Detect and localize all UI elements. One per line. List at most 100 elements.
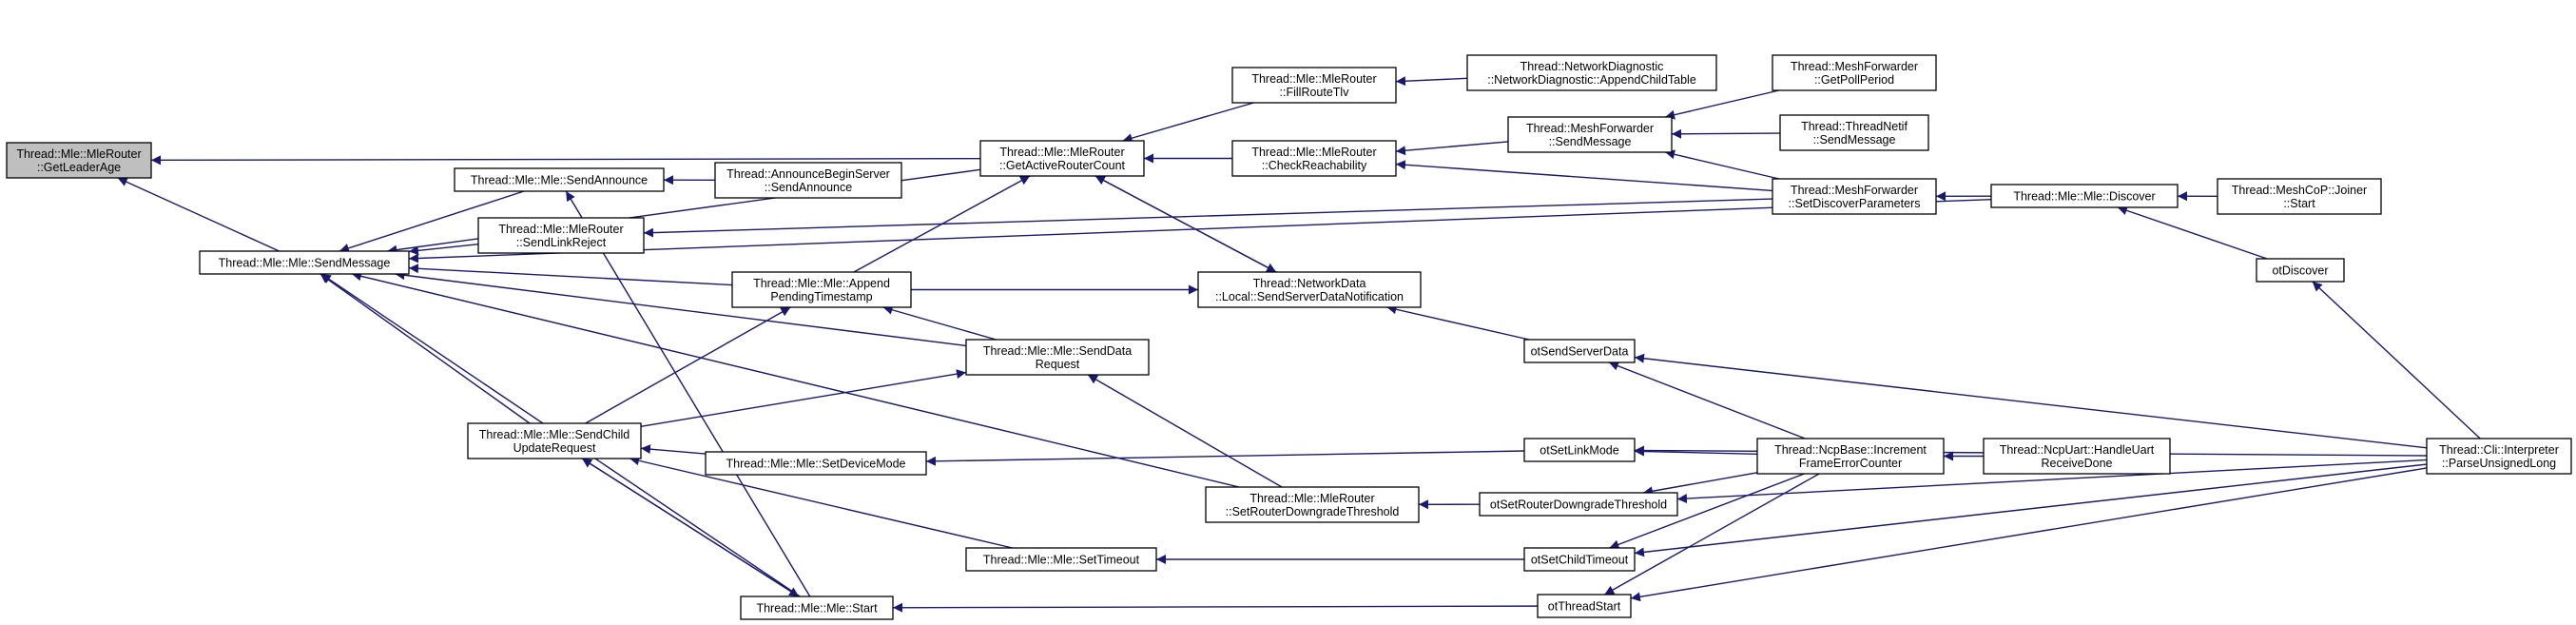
edge-appendPending-to-getActiveRouterCount [853,175,1031,273]
node-label-line: Thread::Mle::MleRouter [1251,146,1376,159]
node-label-line: ::GetLeaderAge [37,161,121,174]
node-label-line: ::NetworkDiagnostic::AppendChildTable [1487,73,1696,87]
edge-discover-to-sendMessage [408,198,1992,264]
node-label-line: Thread::Mle::MleRouter [1251,72,1376,86]
edge-sendChildUpdate-to-sendDataRequest [640,369,967,428]
node-getPollPeriod[interactable]: Thread::MeshForwarder::GetPollPeriod [1772,54,1937,91]
node-box [705,451,927,476]
node-label-line: ::GetActiveRouterCount [999,159,1126,172]
node-label-line: ::FillRouteTlv [1280,86,1350,99]
edge-incrementFrameError-to-otSendServerData [1608,361,1806,439]
node-box [1197,271,1422,308]
node-getLeaderAge[interactable]: Thread::Mle::MleRouter::GetLeaderAge [6,142,152,179]
node-box [979,140,1145,177]
node-otSetLinkMode[interactable]: otSetLinkMode [1523,438,1636,462]
node-incrementFrameError[interactable]: Thread::NcpBase::IncrementFrameErrorCoun… [1756,438,1945,475]
edge-setDeviceMode-to-sendChildUpdate [640,444,707,455]
edge-incrementFrameError-to-otThreadStart [1603,473,1820,596]
edge-incrementFrameError-to-otSetLinkMode [1634,446,1758,457]
edge-setDiscoverParams-to-meshSendMessage [1664,149,1780,180]
edge-otSetLinkMode-to-setDeviceMode [925,450,1525,466]
node-sendAnnounce[interactable]: Thread::Mle::Mle::SendAnnounce [454,167,665,192]
node-box [6,142,152,179]
edge-mleStart-to-sendAnnounce [565,190,811,597]
edge-otDiscover-to-discover [2117,205,2268,260]
node-label-line: Thread::Mle::Mle::SendData [983,344,1132,358]
edge-sendDataRequest-to-appendPending [882,304,997,341]
node-label-line: ::Start [2283,197,2315,210]
node-label-line: Thread::NetworkData [1253,277,1366,290]
node-setDeviceMode[interactable]: Thread::Mle::Mle::SetDeviceMode [705,451,927,476]
node-otSetRouterDowngrade[interactable]: otSetRouterDowngradeThreshold [1479,492,1678,517]
node-otSendServerData[interactable]: otSendServerData [1523,339,1636,363]
node-label-line: ::SendLinkReject [516,236,607,249]
node-label-line: ::SetDiscoverParameters [1789,197,1921,210]
node-label-line: Thread::Mle::Mle::SetDeviceMode [726,458,906,471]
edge-parseUnsignedLong-to-otThreadStart [1630,467,2428,602]
node-discover[interactable]: Thread::Mle::Mle::Discover [1990,184,2179,208]
edge-sendChildUpdate-to-appendPending [585,306,791,424]
node-box [1205,486,1420,523]
node-label-line: Thread::MeshForwarder [1791,60,1918,73]
node-box [1231,140,1397,177]
node-label-line: Thread::Mle::MleRouter [16,147,141,161]
node-mleStart[interactable]: Thread::Mle::Mle::Start [740,596,894,620]
node-otSetChildTimeout[interactable]: otSetChildTimeout [1523,547,1636,572]
edge-incrementFrameError-to-otSetRouterDowngrade [1642,472,1758,497]
node-box [1779,114,1929,151]
node-box [1756,438,1945,475]
node-box [2217,178,2382,215]
node-box [965,339,1150,376]
node-getActiveRouterCount[interactable]: Thread::Mle::MleRouter::GetActiveRouterC… [979,140,1145,177]
node-box [1537,594,1632,618]
node-otThreadStart[interactable]: otThreadStart [1537,594,1632,618]
edge-parseUnsignedLong-to-otSetChildTimeout [1634,463,2428,557]
edge-incrementFrameError-to-otSetChildTimeout [1609,473,1805,550]
node-label-line: Thread::MeshForwarder [1526,122,1654,135]
node-appendChildTable[interactable]: Thread::NetworkDiagnostic::NetworkDiagno… [1466,54,1717,91]
edge-getActiveRouterCount-to-getLeaderAge [150,155,981,166]
node-checkReachability[interactable]: Thread::Mle::MleRouter::CheckReachabilit… [1231,140,1397,177]
edge-getPollPeriod-to-meshSendMessage [1664,89,1780,120]
node-sendLinkReject[interactable]: Thread::Mle::MleRouter::SendLinkReject [477,217,645,254]
node-box [199,250,410,275]
node-label-line: UpdateRequest [513,441,596,455]
node-label-line: otDiscover [2272,264,2328,278]
node-setRouterDowngrade[interactable]: Thread::Mle::MleRouter::SetRouterDowngra… [1205,486,1420,523]
node-label-line: ::CheckReachability [1262,159,1367,172]
node-box [2256,258,2345,283]
node-setDiscoverParams[interactable]: Thread::MeshForwarder::SetDiscoverParame… [1772,178,1937,215]
node-label-line: Thread::Mle::Mle::SendChild [479,428,629,441]
node-threadNetif[interactable]: Thread::ThreadNetif::SendMessage [1779,114,1929,151]
node-announceBegin[interactable]: Thread::AnnounceBeginServer::SendAnnounc… [714,162,902,199]
node-box [1772,178,1937,215]
node-fillRouteTlv[interactable]: Thread::Mle::MleRouter::FillRouteTlv [1231,67,1397,104]
node-joinerStart[interactable]: Thread::MeshCoP::Joiner::Start [2217,178,2382,215]
node-box [1479,492,1678,517]
node-label-line: Request [1036,358,1080,371]
edge-parseUnsignedLong-to-otDiscover [2312,281,2481,439]
node-setTimeout[interactable]: Thread::Mle::Mle::SetTimeout [965,547,1157,572]
node-box [714,162,902,199]
node-sendServerData[interactable]: Thread::NetworkData::Local::SendServerDa… [1197,271,1422,308]
edges-layer [117,76,2481,613]
edge-sendDataRequest-to-sendMessage [395,270,967,347]
node-parseUnsignedLong[interactable]: Thread::Cli::Interpreter::ParseUnsignedL… [2426,438,2572,475]
edge-setDiscoverParams-to-sendLinkReject [643,198,1773,238]
node-label-line: ::SendAnnounce [765,181,852,194]
node-label-line: Thread::Mle::Mle::SendMessage [219,257,391,270]
node-meshSendMessage[interactable]: Thread::MeshForwarder::SendMessage [1507,116,1673,153]
node-label-line: Thread::NcpUart::HandleUart [2000,443,2155,457]
node-box [1983,438,2171,475]
node-label-line: Thread::Mle::MleRouter [999,146,1124,159]
node-label-line: ::Local::SendServerDataNotification [1215,290,1404,303]
node-otDiscover[interactable]: otDiscover [2256,258,2345,283]
node-label-line: ReceiveDone [2041,457,2112,470]
node-label-line: Thread::NetworkDiagnostic [1520,60,1664,73]
edge-parseUnsignedLong-to-otSetRouterDowngrade [1676,459,2428,504]
node-sendMessage[interactable]: Thread::Mle::Mle::SendMessage [199,250,410,275]
